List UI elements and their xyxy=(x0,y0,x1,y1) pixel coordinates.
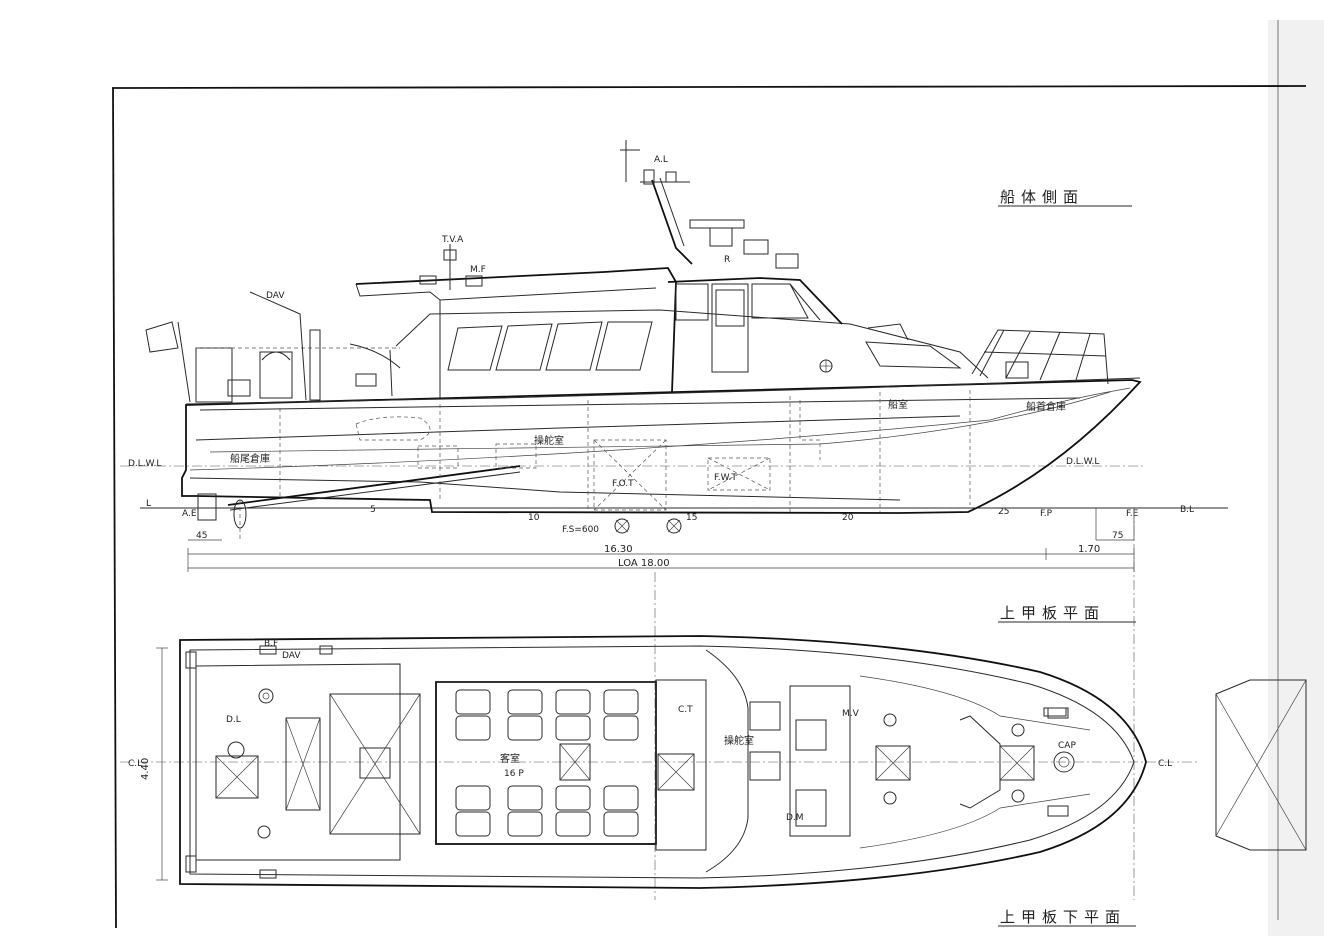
seat xyxy=(455,785,491,811)
tanks xyxy=(593,439,771,511)
svg-text:C.L: C.L xyxy=(128,759,142,769)
label-fwd-store: 船首倉庫 xyxy=(1026,400,1066,413)
aft-locker xyxy=(285,717,321,811)
svg-text:F.E: F.E xyxy=(1126,509,1139,519)
svg-text:DAV: DAV xyxy=(266,291,285,301)
fwd-window xyxy=(865,341,962,369)
davit-arm xyxy=(249,291,307,401)
svg-text:L: L xyxy=(146,499,151,509)
svg-text:D.M: D.M xyxy=(786,813,804,823)
cabin-window-2 xyxy=(495,323,553,371)
svg-text:10: 10 xyxy=(528,513,540,523)
engine-room-hatch xyxy=(329,693,421,835)
mast xyxy=(419,140,799,290)
drawing-border xyxy=(111,85,1307,929)
svg-text:4.40: 4.40 xyxy=(140,758,151,780)
superstructure xyxy=(355,267,989,398)
label-cabin: 船室 xyxy=(888,398,908,411)
bow-railing xyxy=(867,323,1109,385)
station-numbers: L A.E 5 10 15 20 25 F.P F.E B.L xyxy=(146,499,1194,540)
cabin-window-3 xyxy=(545,321,603,371)
deck-fittings xyxy=(185,645,1067,879)
svg-text:C.L: C.L xyxy=(1158,759,1172,769)
svg-text:R: R xyxy=(724,255,730,265)
seat xyxy=(507,715,543,741)
seat xyxy=(507,811,543,837)
svg-text:B.L: B.L xyxy=(1180,505,1194,515)
label-seat-count: 16 P xyxy=(504,769,524,779)
svg-text:M.F: M.F xyxy=(470,265,486,275)
title-upper-deck: 上甲板平面 xyxy=(1000,604,1105,622)
title-below-deck: 上甲板下平面 xyxy=(1000,908,1126,926)
svg-text:A.L: A.L xyxy=(654,155,668,165)
radar-unit xyxy=(709,227,733,247)
seat xyxy=(603,785,639,811)
svg-text:D.L.W.L: D.L.W.L xyxy=(1066,457,1099,467)
seat xyxy=(455,811,491,837)
seat xyxy=(555,785,591,811)
label-aft-store: 船尾倉庫 xyxy=(230,452,270,465)
svg-text:B.F: B.F xyxy=(264,639,278,649)
capstan xyxy=(1053,751,1075,773)
title-profile: 船体側面 xyxy=(1000,188,1084,206)
seat xyxy=(507,689,543,715)
profile-view: L A.E 5 10 15 20 25 F.P F.E B.L D.L.W.L … xyxy=(120,140,1228,900)
cabin-window-4 xyxy=(595,321,653,371)
svg-text:75: 75 xyxy=(1112,531,1123,541)
seat xyxy=(507,785,543,811)
cabin-window-1 xyxy=(447,325,503,371)
label-helm-room: 操舵室 xyxy=(534,434,564,447)
bulkheads xyxy=(279,390,971,512)
passenger-seats xyxy=(455,689,639,837)
upper-deck-plan: C.L C.L 4.40 客室 16 P xyxy=(120,635,1200,889)
hull-outline xyxy=(181,379,1142,514)
seat xyxy=(555,811,591,837)
svg-text:M.V: M.V xyxy=(842,709,860,719)
seat xyxy=(603,689,639,715)
svg-text:LOA 18.00: LOA 18.00 xyxy=(618,558,670,569)
svg-text:T.V.A: T.V.A xyxy=(441,235,464,245)
wheelhouse-door xyxy=(711,283,749,373)
label-passenger-cabin: 客室 xyxy=(500,752,520,765)
seat xyxy=(455,689,491,715)
adjacent-drawing-fragment xyxy=(1215,679,1307,851)
svg-text:DAV: DAV xyxy=(282,651,301,661)
svg-text:F.W.T: F.W.T xyxy=(714,473,737,483)
svg-text:F.P: F.P xyxy=(1040,509,1053,519)
svg-text:1.70: 1.70 xyxy=(1078,544,1100,555)
wheelhouse-window-aft xyxy=(675,283,709,321)
svg-text:D.L: D.L xyxy=(226,715,241,725)
seat xyxy=(603,811,639,837)
aft-hatch xyxy=(215,755,259,799)
svg-text:D.L.W.L: D.L.W.L xyxy=(128,459,161,469)
svg-text:C.T: C.T xyxy=(678,705,693,715)
deck-hull-outline xyxy=(179,635,1147,889)
svg-text:CAP: CAP xyxy=(1058,741,1076,751)
seat xyxy=(603,715,639,741)
label-helm: 操舵室 xyxy=(724,734,754,747)
seat xyxy=(555,715,591,741)
svg-text:15: 15 xyxy=(686,513,697,523)
svg-text:5: 5 xyxy=(370,505,376,515)
dimension-lines: 45 16.30 1.70 LOA 18.00 75 xyxy=(187,531,1135,572)
svg-text:20: 20 xyxy=(842,513,854,523)
propeller-shaft xyxy=(197,465,521,540)
svg-text:A.E: A.E xyxy=(182,509,197,519)
wheelhouse-window-fwd xyxy=(751,283,809,319)
svg-text:45: 45 xyxy=(196,531,207,541)
svg-text:16.30: 16.30 xyxy=(604,544,633,555)
svg-text:F.S=600: F.S=600 xyxy=(562,525,599,535)
fwd-hatch xyxy=(875,745,911,781)
svg-text:F.O.T: F.O.T xyxy=(612,479,634,489)
aft-deck xyxy=(145,291,401,403)
profile-labels: D.L.W.L D.L.W.L F.S=600 操舵室 船室 船首倉庫 船尾倉庫… xyxy=(128,155,1099,535)
titles: 船体側面 上甲板平面 上甲板下平面 xyxy=(998,188,1136,927)
seat xyxy=(455,715,491,741)
engine xyxy=(355,416,537,469)
svg-text:25: 25 xyxy=(998,507,1009,517)
adjacent-sheet xyxy=(1268,20,1324,936)
seat xyxy=(555,689,591,715)
